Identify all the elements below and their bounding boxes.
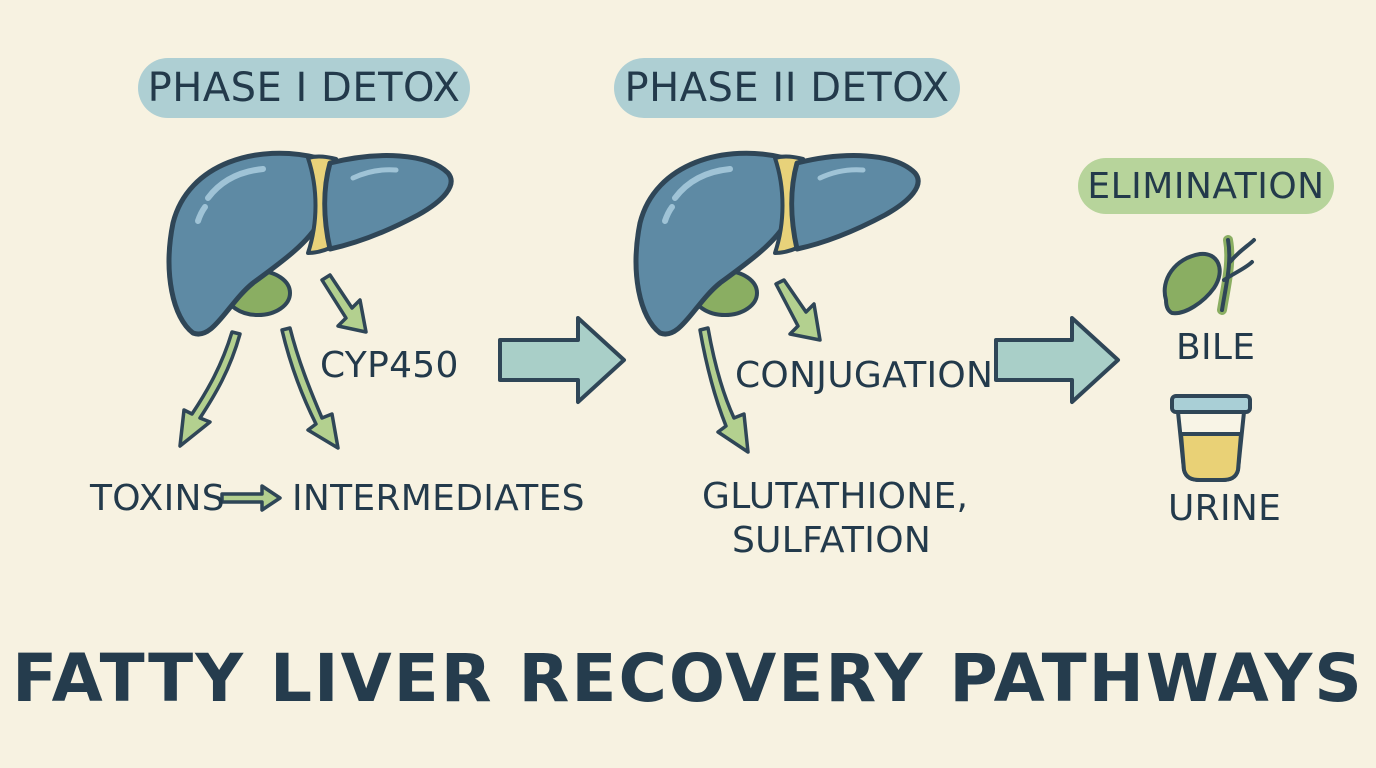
page-title: FATTY LIVER RECOVERY PATHWAYS	[12, 640, 1364, 717]
phase1-liver-icon	[169, 153, 451, 334]
phase1-header: PHASE I DETOX	[138, 58, 470, 118]
phase2-header: PHASE II DETOX	[614, 58, 960, 118]
conjugation-label: CONJUGATION	[735, 355, 994, 396]
phase2-liver-icon	[636, 153, 918, 334]
gallbladder-icon	[1162, 235, 1256, 316]
toxins-label: TOXINS	[90, 478, 225, 519]
arrow-to-intermediates-icon	[280, 326, 340, 450]
sulfation-label: SULFATION	[732, 520, 932, 561]
enzyme-label: CYP450	[320, 345, 459, 386]
toxins-to-intermediates-arrow-icon	[220, 484, 282, 512]
arrow-to-toxins-icon	[178, 330, 242, 448]
urine-label: URINE	[1168, 488, 1282, 529]
glutathione-label: GLUTATHIONE,	[702, 476, 969, 517]
elimination-header: ELIMINATION	[1078, 158, 1334, 214]
bile-label: BILE	[1176, 327, 1256, 368]
phase1-to-phase2-arrow-icon	[498, 316, 626, 404]
intermediates-label: INTERMEDIATES	[292, 478, 585, 519]
arrow-to-cyp450-icon	[320, 273, 368, 334]
phase2-to-elimination-arrow-icon	[994, 316, 1120, 404]
arrow-to-conjugation-icon	[774, 278, 822, 342]
arrow-to-glutathione-icon	[698, 326, 750, 454]
urine-cup-icon	[1170, 394, 1252, 482]
